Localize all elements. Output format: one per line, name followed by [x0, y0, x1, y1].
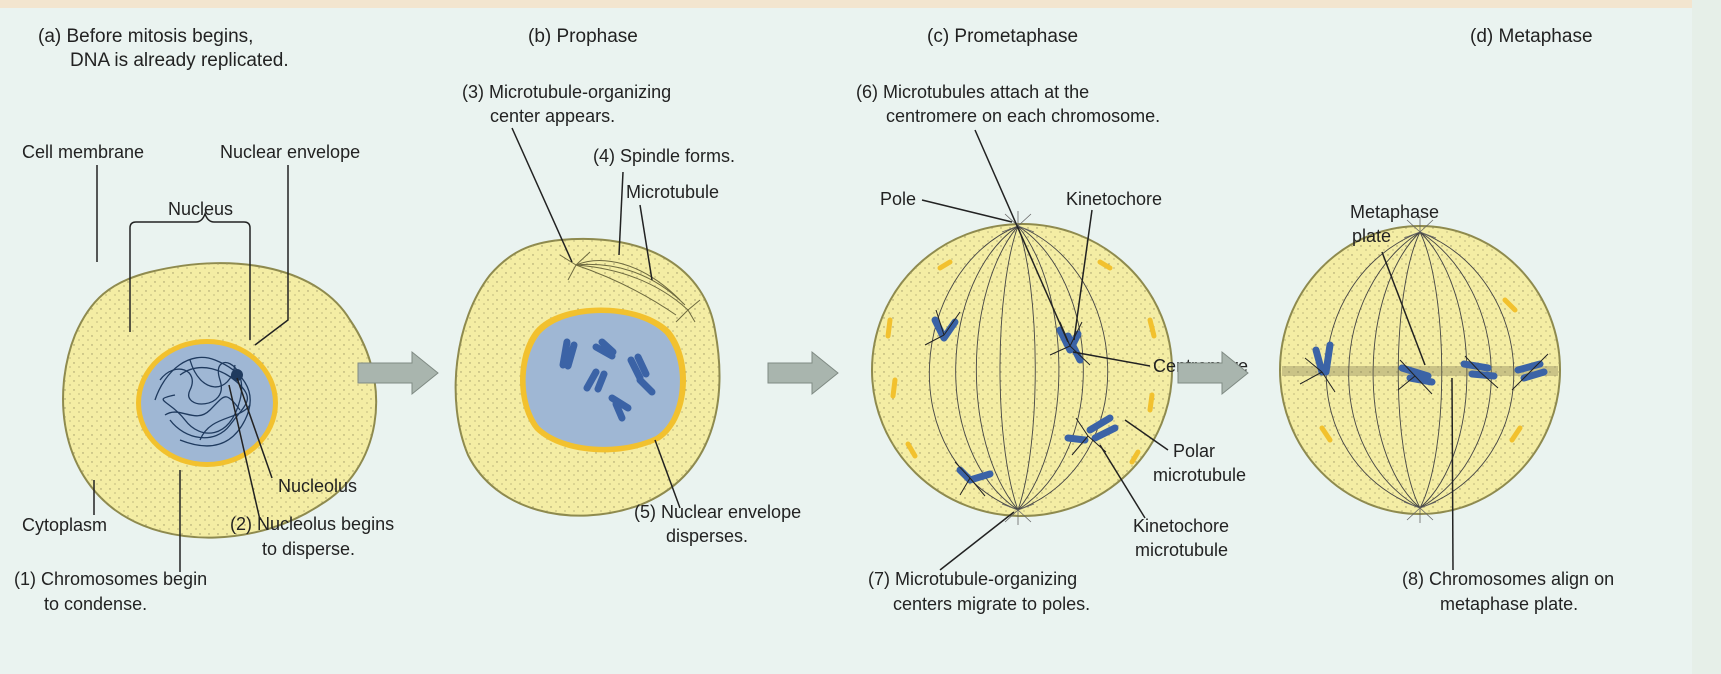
- stage-a-title-line1: (a) Before mitosis begins,: [38, 26, 253, 47]
- stage-d-title: (d) Metaphase: [1470, 26, 1593, 47]
- label-step8-line2: metaphase plate.: [1440, 594, 1578, 614]
- label-kin-mt-line2: microtubule: [1135, 540, 1228, 560]
- label-step5-line1: (5) Nuclear envelope: [634, 502, 801, 522]
- stage-b-title: (b) Prophase: [528, 26, 638, 47]
- label-step2-line1: (2) Nucleolus begins: [230, 514, 394, 534]
- label-cell-membrane: Cell membrane: [22, 142, 144, 162]
- label-step7-line1: (7) Microtubule-organizing: [868, 569, 1077, 589]
- label-polar-mt-line2: microtubule: [1153, 465, 1246, 485]
- label-step8-line1: (8) Chromosomes align on: [1402, 569, 1614, 589]
- label-metaphase-plate-line1: Metaphase: [1350, 202, 1439, 222]
- stage-c-title: (c) Prometaphase: [927, 26, 1078, 47]
- label-step6-line2: centromere on each chromosome.: [886, 106, 1160, 126]
- top-strip: [0, 0, 1721, 8]
- stage-b-cell: [456, 239, 720, 516]
- stage-a-cell: [63, 263, 376, 537]
- label-kinetochore: Kinetochore: [1066, 189, 1162, 209]
- label-nuclear-envelope: Nuclear envelope: [220, 142, 360, 162]
- label-kin-mt-line1: Kinetochore: [1133, 516, 1229, 536]
- label-nucleolus: Nucleolus: [278, 476, 357, 496]
- label-step2-line2: to disperse.: [262, 539, 355, 559]
- label-nucleus: Nucleus: [168, 199, 233, 219]
- label-step1-line2: to condense.: [44, 594, 147, 614]
- label-step3-line1: (3) Microtubule-organizing: [462, 82, 671, 102]
- right-margin-strip: [1692, 0, 1721, 674]
- stage-a-title-line2: DNA is already replicated.: [70, 50, 289, 71]
- stage-c-cell: [872, 211, 1172, 525]
- label-step1-line1: (1) Chromosomes begin: [14, 569, 207, 589]
- stage-d-cell: [1280, 217, 1560, 523]
- label-polar-mt-line1: Polar: [1173, 441, 1215, 461]
- label-cytoplasm: Cytoplasm: [22, 515, 107, 535]
- label-step6-line1: (6) Microtubules attach at the: [856, 82, 1089, 102]
- label-step5-line2: disperses.: [666, 526, 748, 546]
- label-step7-line2: centers migrate to poles.: [893, 594, 1090, 614]
- label-metaphase-plate-line2: plate: [1352, 226, 1391, 246]
- prometaphase-cytoplasm-texture: [872, 224, 1172, 516]
- label-microtubule: Microtubule: [626, 182, 719, 202]
- label-pole: Pole: [880, 189, 916, 209]
- label-step4: (4) Spindle forms.: [593, 146, 735, 166]
- label-step3-line2: center appears.: [490, 106, 615, 126]
- arrow-b-to-c: [768, 352, 838, 394]
